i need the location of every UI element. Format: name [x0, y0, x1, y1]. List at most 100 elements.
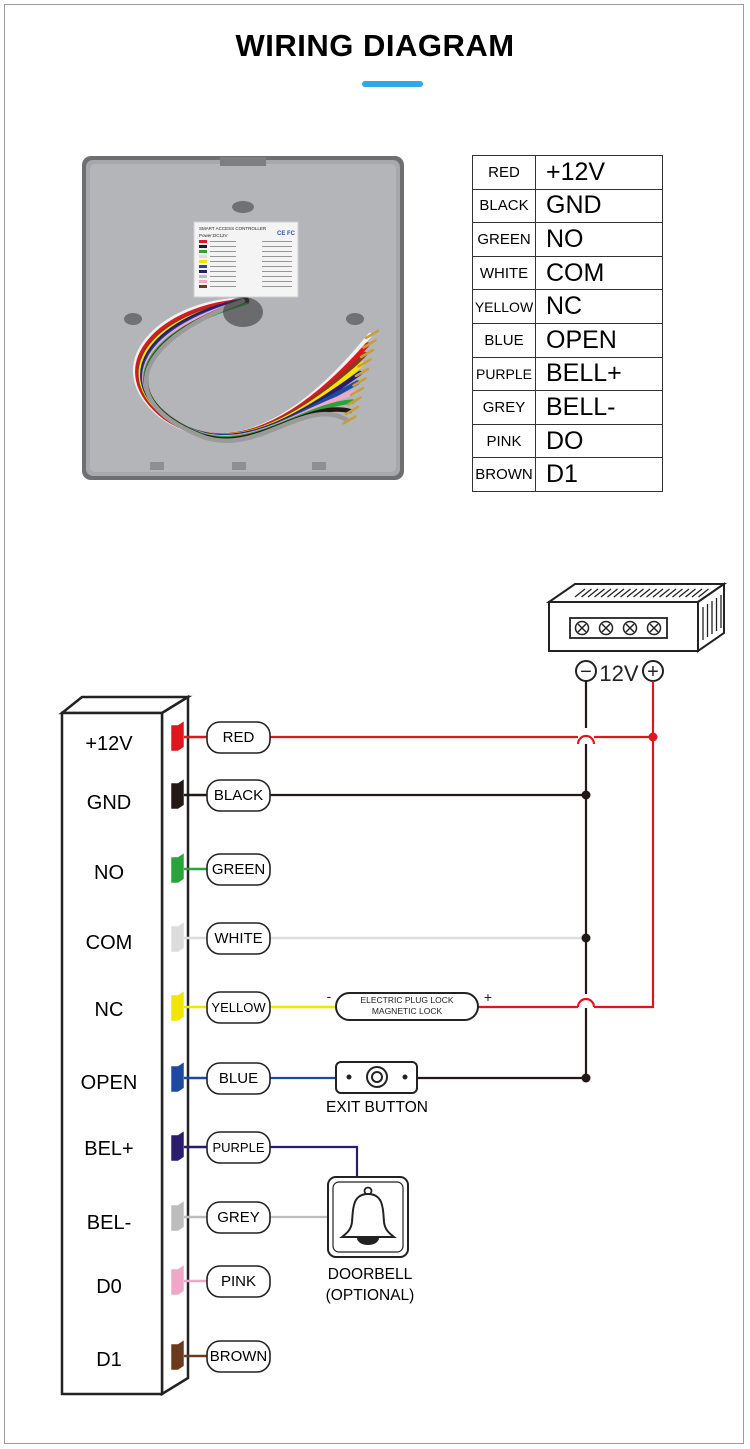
power-supply: − 12V + [545, 582, 728, 686]
terminal-bel: BEL- GREY [87, 1200, 271, 1234]
wire-label: BLACK [214, 787, 263, 804]
legend-function: COM [535, 255, 663, 291]
terminal-name: D0 [96, 1276, 122, 1298]
wire-label-box [206, 1062, 271, 1095]
legend-color: GREY [472, 390, 536, 425]
legend-function: BELL+ [535, 356, 663, 392]
legend-color: PURPLE [472, 356, 536, 392]
svg-text:+: + [647, 661, 659, 683]
wire-tab [170, 1200, 185, 1232]
terminal-com: COM WHITE [86, 921, 271, 955]
legend-row: RED+12V [472, 155, 663, 190]
wire-tab [170, 1130, 185, 1162]
legend-color: BROWN [472, 457, 536, 492]
svg-text:−: − [580, 661, 592, 683]
bell-icon [339, 1186, 397, 1245]
wiring-lines [270, 681, 658, 1219]
wire-label: WHITE [214, 930, 262, 947]
svg-text:CE FC: CE FC [277, 231, 296, 237]
wire-label: GREEN [212, 861, 265, 878]
terminal-name: BEL- [87, 1212, 131, 1234]
legend-color: YELLOW [472, 289, 536, 324]
terminal-name: COM [86, 932, 133, 954]
terminal-12v: +12V RED [85, 720, 271, 755]
wire-label-box [206, 1265, 271, 1298]
wire-label-box [206, 721, 271, 754]
terminal-open: OPEN BLUE [81, 1061, 271, 1095]
wire-tab [170, 990, 185, 1022]
exit-button-label: EXIT BUTTON [326, 1099, 428, 1116]
terminal-name: +12V [85, 733, 133, 755]
psu-minus-terminal: − [575, 660, 597, 683]
wire-tab [170, 720, 185, 752]
legend-function: DO [535, 423, 663, 459]
doorbell: DOORBELL (OPTIONAL) [326, 1176, 414, 1304]
wire-tab [170, 1264, 185, 1296]
controller-terminal-block [58, 694, 193, 1397]
legend-function: BELL- [535, 390, 663, 425]
legend-color: GREEN [472, 222, 536, 257]
lock-minus: - [327, 988, 332, 1004]
wire-label: YELLOW [211, 1000, 266, 1015]
title-underline [362, 81, 423, 87]
terminal-no: NO GREEN [94, 852, 271, 886]
wire-label: PINK [221, 1273, 256, 1290]
harness-wire [143, 298, 350, 443]
legend-function: OPEN [535, 322, 663, 358]
wire-crossover [576, 997, 596, 1008]
wire-tab [170, 778, 185, 810]
legend-function: NO [535, 222, 663, 257]
lock-line2: MAGNETIC LOCK [372, 1006, 443, 1016]
page-title: WIRING DIAGRAM [235, 28, 515, 63]
terminal-d0: D0 PINK [96, 1264, 271, 1298]
wire-label-box [206, 853, 271, 886]
wire-label: BLUE [219, 1070, 258, 1087]
sticker-heading: SMART ACCESS CONTROLLER [199, 226, 267, 231]
wire-label: BROWN [210, 1348, 268, 1365]
mount-hole [124, 313, 142, 325]
wire-label: GREY [217, 1209, 260, 1226]
terminal-name: D1 [96, 1349, 122, 1371]
doorbell-label: DOORBELL [328, 1266, 413, 1283]
psu-voltage-label: 12V [599, 661, 638, 686]
wire-label-box [206, 1340, 271, 1373]
sticker-power: Power:DC12V [199, 233, 228, 238]
lock-plus: + [484, 989, 492, 1005]
electric-lock: ELECTRIC PLUG LOCK MAGNETIC LOCK - + [327, 988, 492, 1021]
wire-label-box [206, 991, 271, 1024]
wire-label-box [206, 922, 271, 955]
terminal-name: NO [94, 862, 124, 884]
device-back-photo: SMART ACCESS CONTROLLER Power:DC12V CE F… [82, 156, 404, 480]
legend-function: D1 [535, 457, 663, 492]
mount-hole [232, 201, 254, 213]
terminal-name: GND [87, 792, 131, 814]
wire-tab [170, 1061, 185, 1093]
terminal-gnd: GND BLACK [87, 778, 271, 814]
wire-tab [170, 1339, 185, 1371]
terminal-nc: NC YELLOW [95, 990, 271, 1024]
terminal-d1: D1 BROWN [96, 1339, 271, 1373]
lock-line1: ELECTRIC PLUG LOCK [360, 995, 453, 1005]
exit-button: EXIT BUTTON [326, 1061, 428, 1116]
mount-hole [346, 313, 364, 325]
terminal-name: OPEN [81, 1072, 138, 1094]
legend-color: BLACK [472, 188, 536, 224]
page-frame [4, 4, 744, 1444]
terminal-name: BEL+ [84, 1138, 133, 1160]
terminal-bel: BEL+PURPLE [84, 1130, 271, 1164]
wire-label-box [206, 1131, 271, 1164]
wire-tab [170, 921, 185, 953]
wire-label: RED [223, 729, 255, 746]
terminal-name: NC [95, 999, 124, 1021]
